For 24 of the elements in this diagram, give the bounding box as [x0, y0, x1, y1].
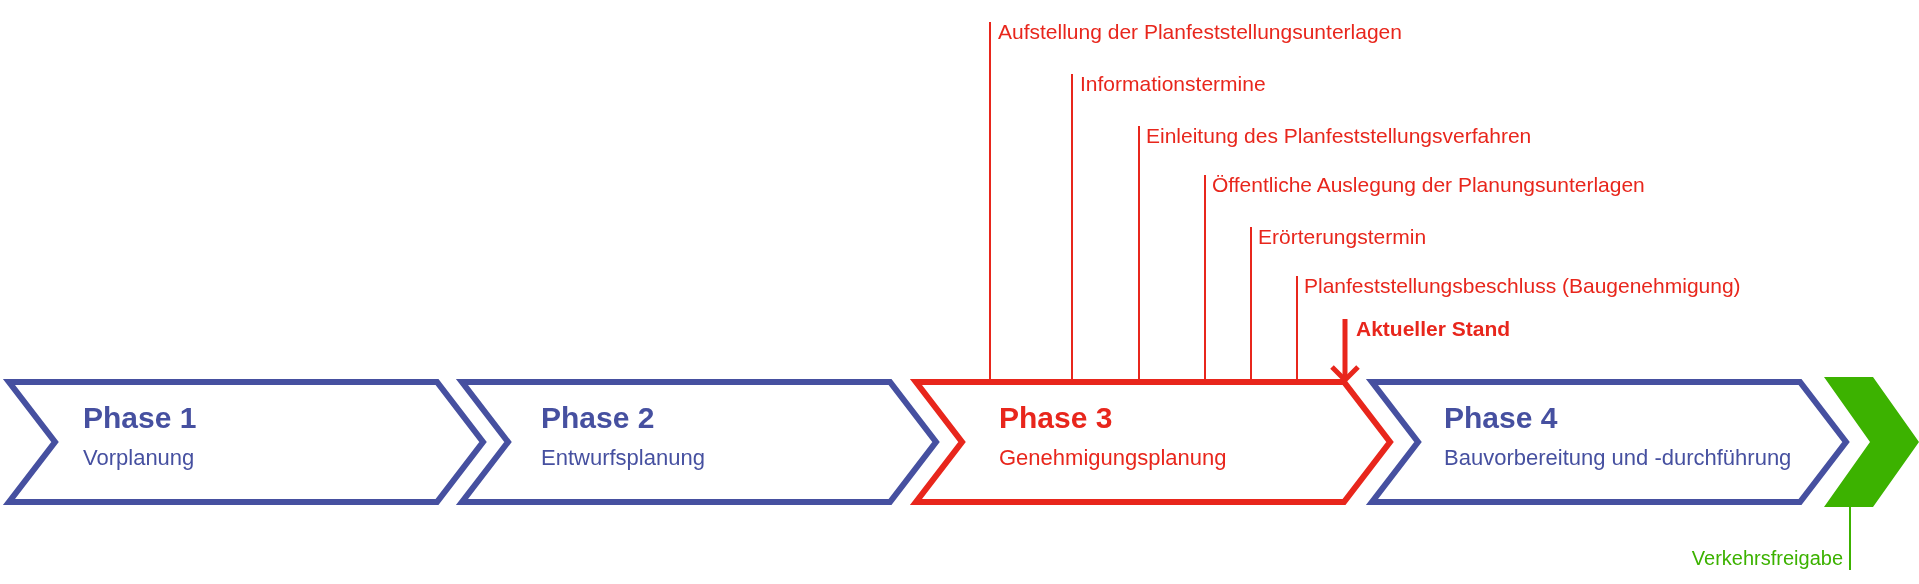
- milestone-label: Planfeststellungsbeschluss (Baugenehmigung): [1304, 274, 1741, 299]
- phase-description: Entwurfsplanung: [541, 445, 705, 471]
- leader-line: [1138, 125, 1140, 381]
- leader-line: [1250, 226, 1252, 381]
- phase-description: Genehmigungsplanung: [999, 445, 1227, 471]
- milestone-label: Einleitung des Planfeststellungsverfahren: [1146, 124, 1532, 149]
- milestone-label: Verkehrsfreigabe: [1691, 547, 1843, 570]
- milestone-label: Aufstellung der Planfeststellungsunterlagen: [998, 20, 1402, 45]
- arrow: [1329, 319, 1361, 383]
- milestone-label: Erörterungstermin: [1258, 225, 1427, 250]
- leader-line: [1296, 275, 1298, 381]
- leader-line: [1204, 174, 1206, 381]
- phase-title: Phase 1: [83, 401, 197, 436]
- phase-title: Phase 3: [999, 401, 1113, 436]
- phase-title: Phase 4: [1444, 401, 1558, 436]
- phase-title: Phase 2: [541, 401, 655, 436]
- phase-description: Bauvorbereitung und -durchführung: [1444, 445, 1792, 471]
- phase-description: Vorplanung: [83, 445, 195, 471]
- leader-line: [1071, 73, 1073, 381]
- leader-line: [989, 21, 991, 381]
- milestone-label: Öffentliche Auslegung der Planungsunterlagen: [1212, 173, 1645, 198]
- filled-chevron: [1824, 377, 1919, 507]
- milestone-label: Informationstermine: [1080, 72, 1266, 97]
- status-label: Aktueller Stand: [1356, 317, 1511, 342]
